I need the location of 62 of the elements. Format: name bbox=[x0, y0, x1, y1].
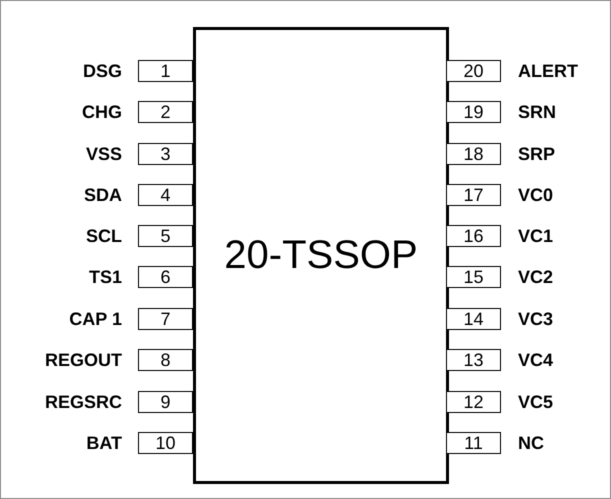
pin-name: BAT bbox=[86, 432, 122, 454]
pin-number: 3 bbox=[160, 145, 170, 163]
pin-box bbox=[138, 391, 193, 413]
pin-number: 7 bbox=[160, 310, 170, 328]
pin-number: 13 bbox=[463, 351, 484, 369]
pin-name: CAP 1 bbox=[69, 308, 122, 330]
pin-number: 14 bbox=[463, 310, 484, 328]
pin-box bbox=[138, 349, 193, 371]
pin-number: 6 bbox=[160, 268, 170, 286]
pin-box bbox=[138, 432, 193, 454]
pin-box bbox=[138, 308, 193, 330]
pin-number: 16 bbox=[463, 227, 484, 245]
pin-box bbox=[446, 184, 501, 206]
pin-box bbox=[138, 60, 193, 82]
pin-box bbox=[446, 60, 501, 82]
pin-number: 18 bbox=[463, 145, 484, 163]
pin-box bbox=[446, 266, 501, 288]
pin-name: TS1 bbox=[88, 266, 122, 288]
pin-name: VC2 bbox=[518, 266, 554, 288]
pin-name: SDA bbox=[84, 184, 122, 206]
pin-name: SRN bbox=[518, 101, 556, 123]
pin-box bbox=[138, 143, 193, 165]
pin-number: 2 bbox=[160, 103, 170, 121]
pin-name: VC1 bbox=[518, 225, 554, 247]
pin-box bbox=[138, 266, 193, 288]
pin-name: VC4 bbox=[518, 349, 554, 371]
pin-number: 1 bbox=[160, 62, 170, 80]
pin-number: 10 bbox=[155, 434, 176, 452]
pin-box bbox=[138, 101, 193, 123]
pin-number: 11 bbox=[464, 434, 483, 452]
pin-box bbox=[446, 432, 501, 454]
pin-number: 5 bbox=[160, 227, 170, 245]
pin-number: 9 bbox=[160, 393, 170, 411]
pin-name: VC3 bbox=[518, 308, 554, 330]
pin-number: 8 bbox=[160, 351, 170, 369]
pin-name: ALERT bbox=[518, 60, 578, 82]
pin-name: SCL bbox=[86, 225, 122, 247]
package-label: 20-TSSOP bbox=[224, 233, 418, 278]
pin-name: VC0 bbox=[518, 184, 554, 206]
pin-box bbox=[446, 225, 501, 247]
pin-box bbox=[138, 184, 193, 206]
pin-name: SRP bbox=[518, 143, 556, 165]
pin-name: DSG bbox=[82, 60, 122, 82]
chip-body bbox=[193, 27, 449, 484]
pin-number: 15 bbox=[463, 268, 484, 286]
pin-box bbox=[138, 225, 193, 247]
pin-number: 17 bbox=[463, 186, 484, 204]
pin-box bbox=[446, 349, 501, 371]
pin-box bbox=[446, 391, 501, 413]
pin-name: VC5 bbox=[518, 391, 554, 413]
pin-box bbox=[446, 101, 501, 123]
pin-number: 20 bbox=[463, 62, 484, 80]
pin-box bbox=[446, 143, 501, 165]
pin-name: CHG bbox=[82, 101, 122, 123]
pin-name: REGOUT bbox=[44, 349, 122, 371]
pin-name: VSS bbox=[86, 143, 122, 165]
pin-number: 19 bbox=[463, 103, 484, 121]
pin-number: 12 bbox=[463, 393, 484, 411]
pin-number: 4 bbox=[160, 186, 170, 204]
pin-name: NC bbox=[518, 432, 544, 454]
pin-box bbox=[446, 308, 501, 330]
pin-name: REGSRC bbox=[44, 391, 122, 413]
